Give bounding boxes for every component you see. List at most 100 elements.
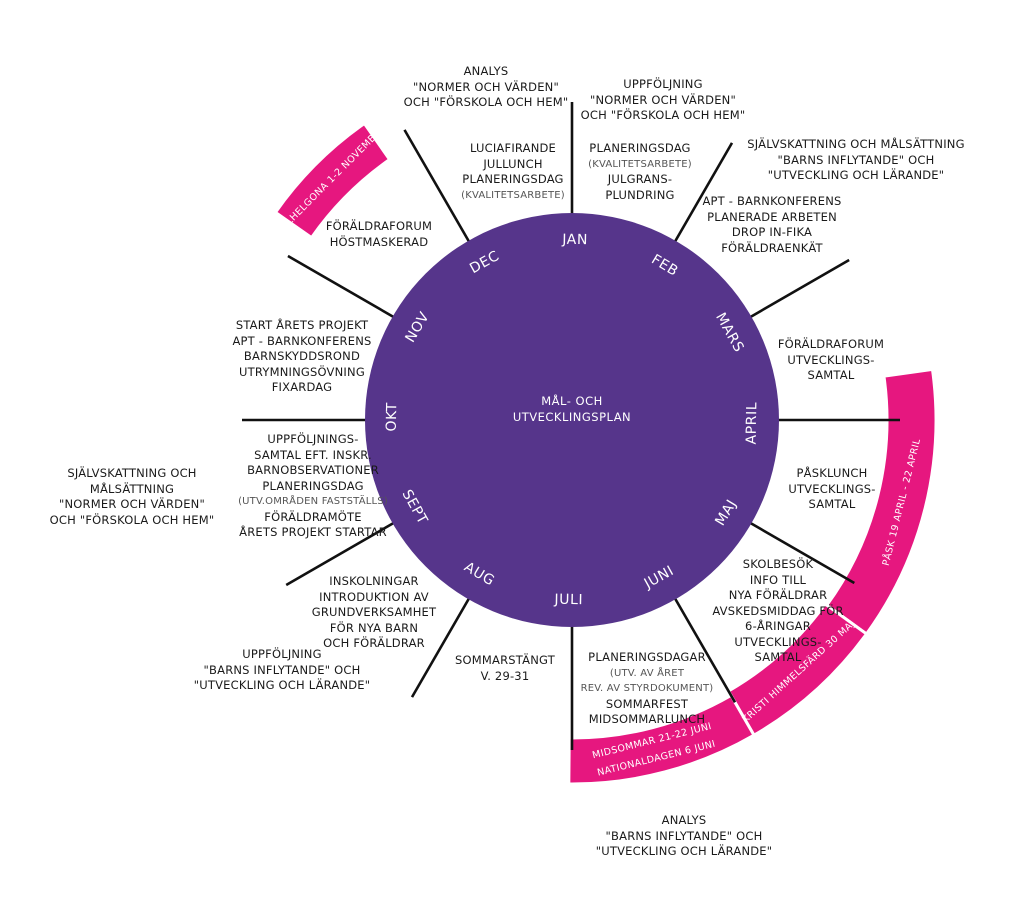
note-line: 6-ÅRINGAR <box>745 619 811 633</box>
note-dec: LUCIAFIRANDE JULLUNCH PLANERINGSDAG (KVA… <box>461 141 565 203</box>
note-line: PÅSKLUNCH <box>796 466 868 480</box>
note-line: UPPFÖLJNING <box>242 647 322 661</box>
note-sept: INSKOLNINGAR INTRODUKTION AV GRUNDVERKSA… <box>312 574 436 652</box>
holiday-bands <box>273 121 938 786</box>
note-line: (UTV. AV ÅRET <box>609 667 685 679</box>
note-line: ANALYS <box>463 64 509 78</box>
note-line: PLANERINGSDAG <box>462 172 564 186</box>
outer-note-sjalvskattning-left: SJÄLVSKATTNING OCH MÅLSÄTTNING "NORMER O… <box>50 466 215 528</box>
note-line: ANALYS <box>661 813 707 827</box>
center-title-line: MÅL- OCH <box>541 394 603 408</box>
wheel-center-title: MÅL- OCH UTVECKLINGSPLAN <box>513 393 631 425</box>
note-line: "NORMER OCH VÄRDEN" <box>590 92 736 107</box>
note-line: SOMMARFEST <box>605 696 689 711</box>
note-line: MÅLSÄTTNING <box>89 481 175 496</box>
note-line: FÖRÄLDRAFORUM <box>777 337 885 351</box>
note-line: JULLUNCH <box>483 156 543 171</box>
note-line: SAMTAL <box>807 368 855 382</box>
note-aug: SOMMARSTÄNGT V. 29-31 <box>455 653 555 684</box>
note-line: SAMTAL <box>754 650 802 664</box>
note-line: V. 29-31 <box>480 668 530 683</box>
note-mars: FÖRÄLDRAFORUM UTVECKLINGS- SAMTAL <box>778 337 884 384</box>
note-line: REV. AV STYRDOKUMENT) <box>580 683 714 694</box>
outer-note-sjalvskattning-top: SJÄLVSKATTNING OCH MÅLSÄTTNING "BARNS IN… <box>747 137 964 184</box>
note-line: PLANERINGSDAG <box>589 141 691 155</box>
note-line: LUCIAFIRANDE <box>469 141 557 155</box>
note-line: GRUNDVERKSAMHET <box>311 605 437 619</box>
note-line: AVSKEDSMIDDAG FÖR <box>712 603 844 618</box>
note-line: "NORMER OCH VÄRDEN" <box>59 497 205 511</box>
note-line: FIXARDAG <box>271 380 333 394</box>
note-line: SJÄLVSKATTNING OCH MÅLSÄTTNING <box>747 137 965 151</box>
note-line: SOMMARSTÄNGT <box>455 653 555 667</box>
month-label-april: APRIL <box>744 402 761 445</box>
note-okt: UPPFÖLJNINGS- SAMTAL EFT. INSKR. BARNOBS… <box>238 432 388 541</box>
note-line: "UTVECKLING OCH LÄRANDE" <box>767 168 945 182</box>
note-line: FÖRÄLDRAFORUM <box>325 219 433 233</box>
note-line: SKOLBESÖK <box>742 557 814 571</box>
note-line: OCH "FÖRSKOLA OCH HEM" <box>580 108 746 122</box>
note-line: "BARNS INFLYTANDE" OCH <box>203 662 361 677</box>
outer-note-analys-bottom: ANALYS "BARNS INFLYTANDE" OCH "UTVECKLIN… <box>596 813 773 860</box>
nationaldagen-midsommar-band <box>567 693 757 786</box>
note-line: ÅRETS PROJEKT STARTAR <box>239 525 387 539</box>
note-line: INFO TILL <box>749 572 807 587</box>
note-line: UPPFÖLJNINGS- <box>267 432 359 446</box>
note-line: OCH "FÖRSKOLA OCH HEM" <box>49 512 215 527</box>
note-line: UTVECKLINGS- <box>787 352 875 367</box>
note-line: PLANERINGSDAGAR <box>588 650 706 664</box>
note-line: SAMTAL <box>808 497 856 511</box>
note-line: (UTV.OMRÅDEN FASTSTÄLLS) <box>238 496 388 507</box>
note-juli: PLANERINGSDAGAR (UTV. AV ÅRET REV. AV ST… <box>581 650 714 728</box>
note-line: "BARNS INFLYTANDE" OCH <box>605 828 763 843</box>
note-line: PLUNDRING <box>605 187 675 202</box>
note-line: FÖR NYA BARN <box>329 620 419 635</box>
note-line: JULGRANS- <box>607 172 673 186</box>
allhelgona-band <box>273 121 392 240</box>
month-label-okt: OKT <box>384 402 401 432</box>
note-line: INSKOLNINGAR <box>329 574 419 588</box>
note-line: FÖRÄLDRAENKÄT <box>721 240 823 255</box>
note-line: NYA FÖRÄLDRAR <box>728 588 828 602</box>
note-line: HÖSTMASKERAD <box>329 234 429 249</box>
note-nov-dec: FÖRÄLDRAFORUM HÖSTMASKERAD <box>326 219 432 250</box>
note-line: OCH FÖRÄLDRAR <box>323 636 425 650</box>
month-label-juli: JULI <box>553 592 583 609</box>
note-line: BARNSKYDDSROND <box>243 349 361 363</box>
note-line: FÖRÄLDRAMÖTE <box>264 509 362 524</box>
outer-note-analys-top: ANALYS "NORMER OCH VÄRDEN" OCH "FÖRSKOLA… <box>404 64 569 111</box>
note-nov: START ÅRETS PROJEKT APT - BARNKONFERENS … <box>232 318 371 396</box>
note-line: OCH "FÖRSKOLA OCH HEM" <box>403 95 569 109</box>
note-line: UTVECKLINGS- <box>788 481 876 496</box>
note-april: PÅSKLUNCH UTVECKLINGS- SAMTAL <box>788 466 875 513</box>
note-line: APT - BARNKONFERENS <box>232 333 372 348</box>
outer-note-uppfoljning-bottom: UPPFÖLJNING "BARNS INFLYTANDE" OCH "UTVE… <box>194 647 371 694</box>
note-line: DROP IN-FIKA <box>731 225 813 239</box>
note-line: UTVECKLINGS- <box>734 634 822 649</box>
note-line: START ÅRETS PROJEKT <box>235 318 369 332</box>
note-line: UPPFÖLJNING <box>623 77 703 91</box>
wheel-center-circle <box>365 213 779 627</box>
note-line: APT - BARNKONFERENS <box>702 194 842 208</box>
note-line: INTRODUKTION AV <box>319 589 429 604</box>
note-feb: APT - BARNKONFERENS PLANERADE ARBETEN DR… <box>702 194 841 256</box>
note-line: PLANERADE ARBETEN <box>707 209 837 224</box>
note-jan: PLANERINGSDAG (KVALITETSARBETE) JULGRANS… <box>588 141 692 203</box>
note-line: "UTVECKLING OCH LÄRANDE" <box>193 678 371 692</box>
note-line: MIDSOMMARLUNCH <box>588 712 706 726</box>
month-label-jan: JAN <box>561 232 588 248</box>
note-line: PLANERINGSDAG <box>262 478 364 493</box>
center-title-line: UTVECKLINGSPLAN <box>512 410 632 424</box>
note-line: SJÄLVSKATTNING OCH <box>67 466 197 480</box>
note-line: SAMTAL EFT. INSKR. <box>254 447 372 462</box>
note-line: "UTVECKLING OCH LÄRANDE" <box>595 844 773 858</box>
note-line: (KVALITETSARBETE) <box>461 189 565 201</box>
note-line: "NORMER OCH VÄRDEN" <box>413 79 559 94</box>
outer-note-uppfoljning-top: UPPFÖLJNING "NORMER OCH VÄRDEN" OCH "FÖR… <box>581 77 746 124</box>
note-line: (KVALITETSARBETE) <box>588 158 692 170</box>
note-line: UTRYMNINGSÖVNING <box>239 364 365 379</box>
note-line: "BARNS INFLYTANDE" OCH <box>777 152 935 167</box>
note-line: BARNOBSERVATIONER <box>247 463 379 477</box>
note-juni: SKOLBESÖK INFO TILL NYA FÖRÄLDRAR AVSKED… <box>712 557 843 666</box>
